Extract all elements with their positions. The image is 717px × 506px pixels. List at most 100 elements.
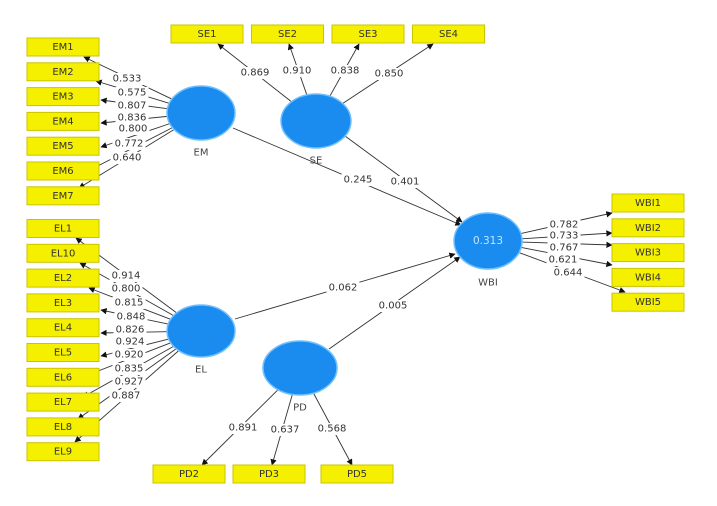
indicator-box[interactable]	[152, 464, 226, 484]
loading-value-el8: 0.927	[115, 377, 144, 388]
loading-value-pd3: 0.637	[271, 425, 300, 436]
indicator-box[interactable]	[26, 392, 100, 412]
loading-edge-em5[interactable]	[100, 123, 170, 149]
indicator-el3[interactable]: EL3	[26, 293, 100, 313]
indicator-box[interactable]	[26, 161, 100, 181]
indicator-label: EM1	[52, 42, 73, 53]
indicator-box[interactable]	[26, 136, 100, 156]
indicator-se2[interactable]: SE2	[251, 24, 324, 44]
indicator-el1[interactable]: EL1	[26, 219, 100, 238]
latent-pd[interactable]: PD	[262, 340, 338, 414]
indicator-label: WBI2	[635, 223, 661, 234]
indicator-em4[interactable]: EM4	[26, 111, 100, 131]
indicator-box[interactable]	[331, 24, 405, 44]
latent-ellipse[interactable]	[262, 340, 338, 396]
indicator-label: SE3	[358, 29, 377, 40]
indicator-label: EM5	[52, 141, 73, 152]
indicator-el9[interactable]: EL9	[26, 442, 100, 462]
indicator-box[interactable]	[26, 62, 100, 82]
latent-ellipse[interactable]	[166, 304, 236, 358]
loading-value-el10-bg	[109, 283, 143, 295]
indicator-box[interactable]	[232, 464, 306, 484]
loading-value-wbi2-bg	[547, 230, 581, 242]
indicator-box[interactable]	[26, 343, 100, 362]
loading-value-em2-bg	[115, 87, 149, 99]
indicator-box[interactable]	[26, 293, 100, 313]
indicator-box[interactable]	[26, 442, 100, 462]
edges-layer	[74, 43, 626, 466]
indicator-el6[interactable]: EL6	[26, 367, 100, 387]
indicator-pd5[interactable]: PD5	[320, 464, 394, 484]
loading-value-el4: 0.826	[116, 325, 145, 336]
indicator-em1[interactable]: EM1	[26, 37, 100, 57]
indicator-wbi4[interactable]: WBI4	[611, 267, 685, 287]
latent-se[interactable]: SE	[280, 93, 352, 167]
indicator-el7[interactable]: EL7	[26, 392, 100, 412]
indicator-se4[interactable]: SE4	[412, 24, 485, 44]
latent-ellipse[interactable]	[280, 93, 352, 149]
indicator-box[interactable]	[26, 243, 100, 263]
indicator-box[interactable]	[320, 464, 394, 484]
loading-value-em1: 0.533	[113, 74, 142, 85]
loading-value-el1: 0.914	[112, 271, 141, 282]
indicator-box[interactable]	[611, 243, 685, 263]
indicator-wbi2[interactable]: WBI2	[611, 218, 685, 238]
indicator-box[interactable]	[26, 87, 100, 107]
indicator-pd2[interactable]: PD2	[152, 464, 226, 484]
indicator-box[interactable]	[26, 219, 100, 238]
indicator-el10[interactable]: EL10	[26, 243, 100, 263]
indicator-box[interactable]	[26, 37, 100, 57]
loading-value-pd5: 0.568	[318, 424, 347, 435]
path-coefficient-pd: 0.005	[379, 301, 408, 312]
loading-value-em4: 0.836	[118, 113, 147, 124]
indicator-se1[interactable]: SE1	[170, 24, 244, 44]
indicator-em6[interactable]: EM6	[26, 161, 100, 181]
indicator-box[interactable]	[611, 267, 685, 287]
indicator-em5[interactable]: EM5	[26, 136, 100, 156]
indicator-box[interactable]	[26, 417, 100, 437]
loading-value-pd2: 0.891	[229, 423, 258, 434]
latent-ellipse[interactable]	[166, 85, 236, 141]
indicator-pd3[interactable]: PD3	[232, 464, 306, 484]
loading-value-em3-bg	[115, 100, 149, 112]
indicator-box[interactable]	[412, 24, 485, 44]
loading-value-em7: 0.640	[113, 153, 142, 164]
indicator-label: EL6	[54, 372, 72, 383]
indicator-el4[interactable]: EL4	[26, 318, 100, 338]
indicator-box[interactable]	[170, 24, 244, 44]
indicator-label: PD3	[259, 469, 279, 480]
loading-value-el8-bg	[112, 376, 146, 388]
loading-value-em1-bg	[110, 73, 144, 85]
indicator-box[interactable]	[611, 218, 685, 238]
indicator-em2[interactable]: EM2	[26, 62, 100, 82]
indicator-em7[interactable]: EM7	[26, 186, 100, 206]
indicator-box[interactable]	[26, 111, 100, 131]
indicator-wbi5[interactable]: WBI5	[611, 292, 685, 312]
indicator-box[interactable]	[611, 292, 685, 312]
indicator-el2[interactable]: EL2	[26, 268, 100, 288]
indicator-box[interactable]	[26, 367, 100, 387]
loading-value-pd5-bg	[315, 423, 349, 435]
latent-ellipse[interactable]	[453, 212, 523, 270]
indicator-label: WBI4	[635, 272, 661, 283]
indicator-box[interactable]	[251, 24, 324, 44]
loading-value-em2: 0.575	[118, 88, 147, 99]
latent-label: PD	[293, 403, 307, 414]
latent-em[interactable]: EM	[166, 85, 236, 159]
loading-value-se4: 0.850	[375, 69, 404, 80]
indicator-wbi3[interactable]: WBI3	[611, 243, 685, 263]
indicator-el8[interactable]: EL8	[26, 417, 100, 437]
indicator-el5[interactable]: EL5	[26, 343, 100, 362]
indicator-box[interactable]	[26, 186, 100, 206]
indicator-box[interactable]	[26, 268, 100, 288]
indicator-label: SE4	[439, 29, 458, 40]
loading-value-el7-bg	[112, 363, 146, 375]
indicator-se3[interactable]: SE3	[331, 24, 405, 44]
loading-value-se1: 0.869	[241, 68, 270, 79]
indicator-box[interactable]	[26, 318, 100, 338]
indicator-em3[interactable]: EM3	[26, 87, 100, 107]
indicator-box[interactable]	[611, 193, 685, 213]
latent-el[interactable]: EL	[166, 304, 236, 376]
indicator-wbi1[interactable]: WBI1	[611, 193, 685, 213]
